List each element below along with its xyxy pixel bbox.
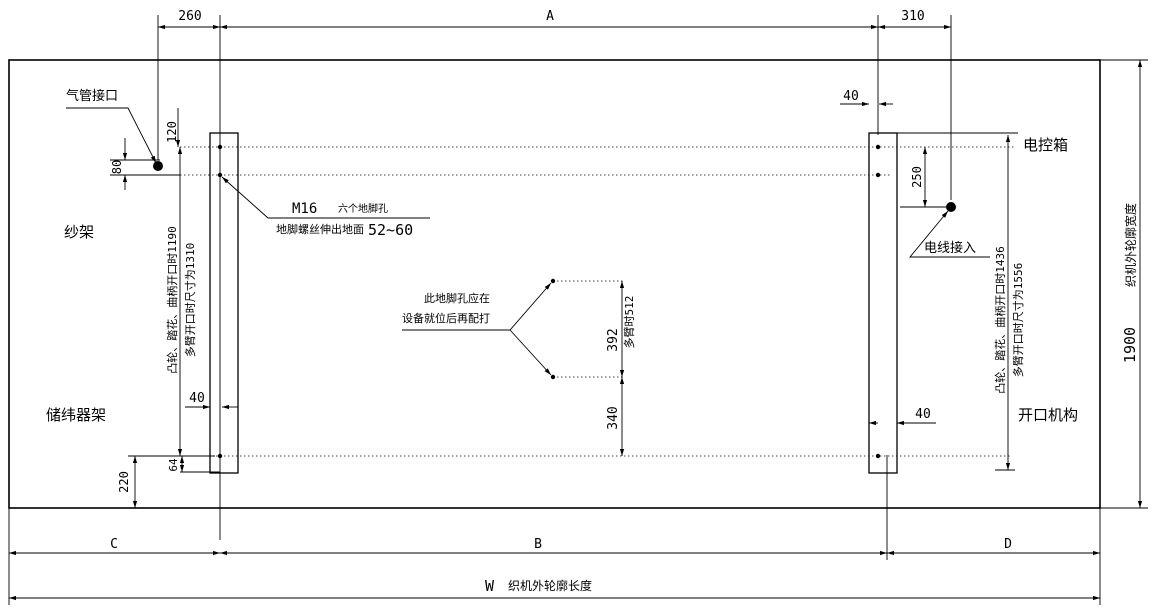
dim-40-right: 40 — [915, 407, 931, 422]
dim-340: 340 — [606, 406, 621, 429]
weft-rack-label: 储纬器架 — [46, 406, 106, 424]
machine-outline — [8, 59, 1101, 509]
wire-entry-label: 电线接入 — [924, 240, 976, 256]
dim-64: 64 — [167, 458, 180, 472]
m16-leader — [221, 176, 430, 219]
air-pipe-label: 气管接口 — [66, 88, 118, 104]
right-vertical-dim — [995, 135, 1015, 471]
left-vertical-note-2: 多臂开口时尺寸为1310 — [183, 243, 197, 358]
center-note-2: 设备就位后再配打 — [402, 311, 490, 325]
center-note-1: 此地脚孔应在 — [424, 291, 490, 305]
dim-A: A — [546, 9, 554, 24]
control-box-label: 电控箱 — [1023, 136, 1068, 154]
top-dimension-lines — [157, 15, 952, 540]
dim-310: 310 — [901, 9, 924, 24]
foundation-holes — [217, 144, 881, 459]
dim-220: 220 — [117, 471, 131, 493]
dim-B: B — [534, 537, 542, 552]
bolt-note: 地脚螺丝伸出地面 — [276, 222, 364, 236]
dim-120: 120 — [165, 121, 179, 143]
dim-260: 260 — [178, 9, 201, 24]
dim-C: C — [110, 537, 118, 552]
dim-80: 80 — [110, 160, 124, 174]
air-pipe-leader — [66, 107, 157, 164]
left-vertical-note-1: 凸轮、踏花、曲柄开口时1190 — [165, 226, 179, 374]
right-vertical-note-2: 多臂开口时尺寸为1556 — [1011, 263, 1025, 378]
center-note-leader-bottom — [509, 329, 552, 376]
dim-40-left: 40 — [189, 391, 205, 406]
bolt-range: 52~60 — [368, 221, 413, 239]
wire-entry-leader — [909, 210, 990, 258]
width-value: 1900 — [1121, 327, 1139, 363]
m16-note: 六个地脚孔 — [338, 202, 388, 215]
creel-label: 纱架 — [64, 223, 94, 241]
dim-D: D — [1004, 537, 1012, 552]
dim-392: 392 — [606, 328, 621, 351]
dim-250-lines — [900, 147, 946, 208]
shedding-label: 开口机构 — [1018, 406, 1078, 424]
width-dimension — [1100, 59, 1148, 509]
width-text: 织机外轮廓宽度 — [1123, 203, 1138, 287]
length-label: W — [485, 577, 495, 595]
length-text: 织机外轮廓长度 — [508, 578, 592, 593]
dim-40-top: 40 — [843, 89, 859, 104]
dim-250: 250 — [910, 166, 924, 188]
left-frame-rail — [209, 132, 239, 474]
air-pipe-port-icon — [153, 161, 163, 171]
left-bottom-dims — [128, 404, 238, 508]
wire-entry-icon — [946, 202, 956, 212]
right-frame-rail — [868, 132, 898, 474]
dim-120-80-lines — [110, 108, 181, 190]
right-vertical-note-1: 凸轮、踏花、曲柄开口时1436 — [993, 246, 1007, 394]
bottom-dimension-lines — [8, 455, 1101, 605]
dim-512: 多臂时512 — [622, 296, 636, 349]
m16-label: M16 — [292, 201, 317, 217]
dotted-reference-lines — [180, 146, 1015, 457]
